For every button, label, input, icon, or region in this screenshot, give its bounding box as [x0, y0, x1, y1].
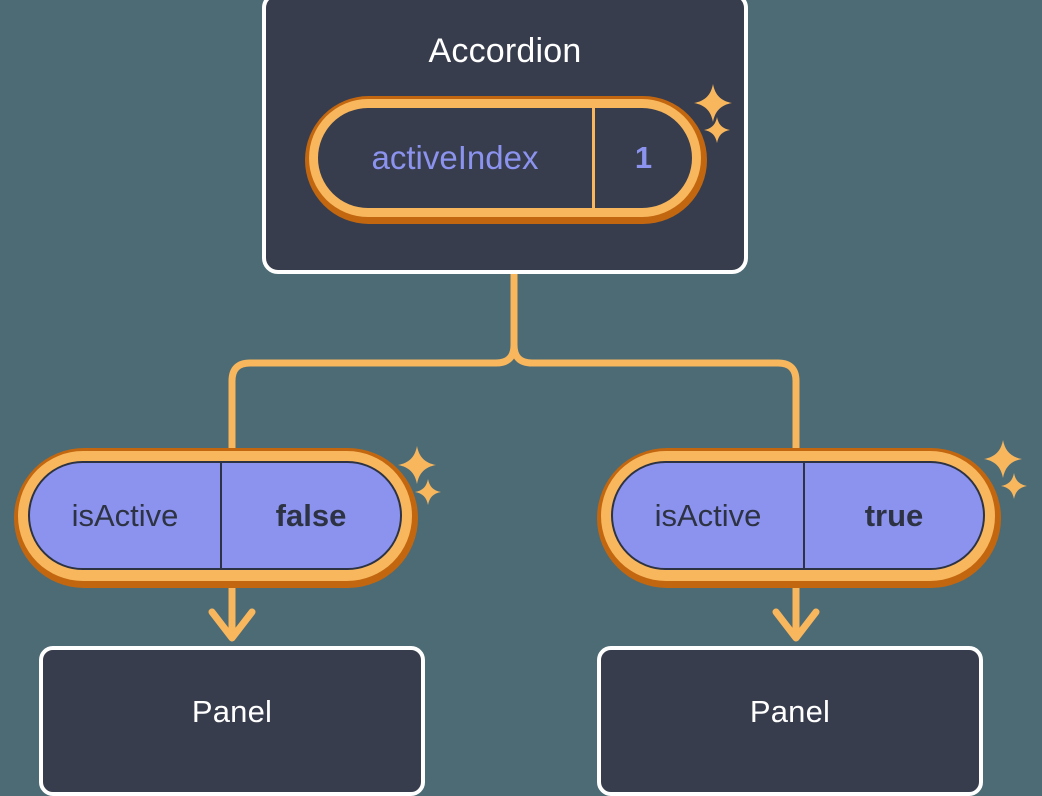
state-key-label: activeIndex: [318, 108, 595, 208]
node-panel-right[interactable]: Panel: [597, 646, 983, 796]
sparkle-icon-small: [414, 478, 442, 506]
pill-surface: activeIndex 1: [318, 108, 692, 208]
state-value-label: true: [864, 497, 924, 533]
diagram-canvas: Accordion activeIndex 1 isActive false: [14, 0, 1028, 796]
state-value-label: false: [275, 497, 347, 533]
state-value-label: 1: [634, 140, 653, 175]
state-pill-is-active-right[interactable]: isActive true: [597, 448, 1001, 588]
arrow-head-left: [208, 608, 256, 642]
state-key-label: isActive: [613, 463, 805, 568]
pill-surface: isActive true: [611, 461, 985, 570]
state-pill-is-active-left[interactable]: isActive false: [14, 448, 418, 588]
node-panel-right-title: Panel: [749, 694, 831, 729]
connector-tree-path-left: [228, 341, 518, 456]
pill-surface: isActive false: [28, 461, 402, 570]
node-panel-left-title: Panel: [191, 694, 273, 729]
arrow-head-right: [772, 608, 820, 642]
connector-tree-path: [510, 270, 800, 456]
state-pill-active-index[interactable]: activeIndex 1: [305, 96, 707, 224]
sparkle-icon-small: [1000, 472, 1028, 500]
sparkle-icon: [982, 438, 1024, 480]
node-panel-left[interactable]: Panel: [39, 646, 425, 796]
node-accordion-title: Accordion: [428, 32, 582, 70]
state-key-label: isActive: [30, 463, 222, 568]
